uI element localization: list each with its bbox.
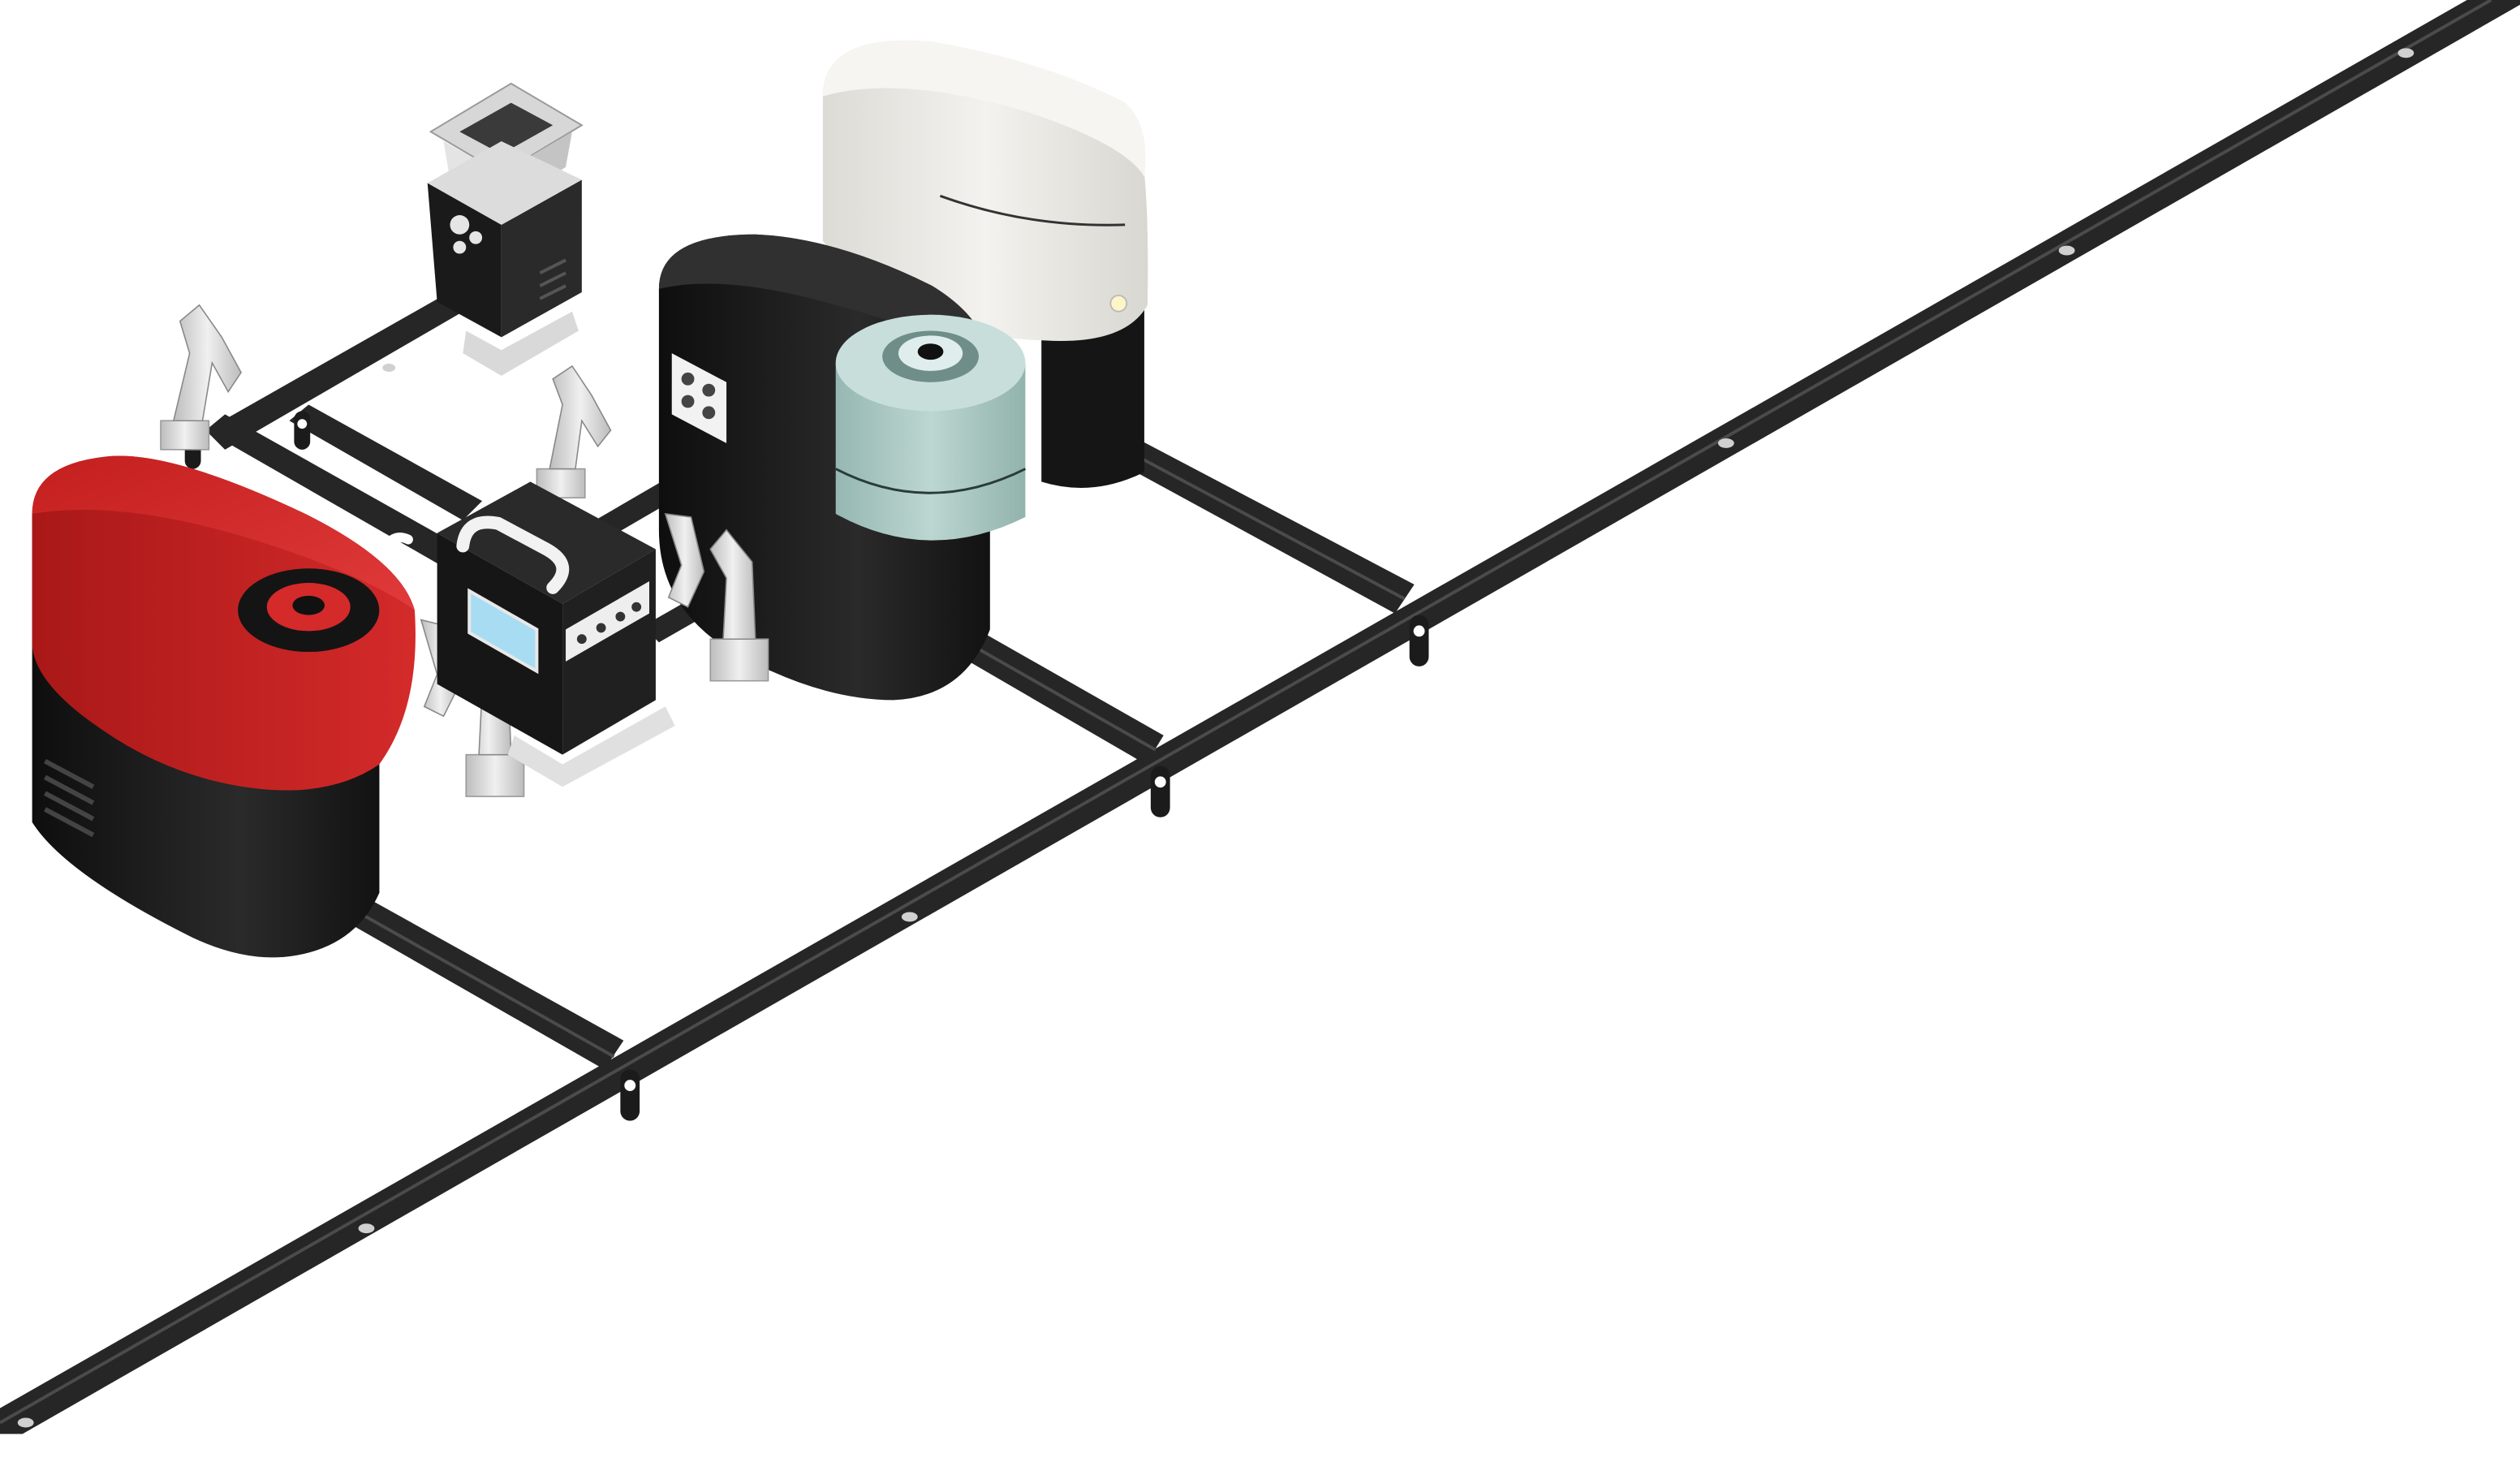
belt-sensor <box>1409 615 1429 666</box>
main-conveyor-edge <box>0 0 2492 1425</box>
red-machine <box>32 455 416 958</box>
belt-marker <box>358 1223 375 1234</box>
belt-marker <box>382 364 396 372</box>
belt-sensor <box>1150 766 1170 817</box>
robot-arm <box>709 528 769 682</box>
belt-sensor <box>294 411 311 450</box>
branch-conveyor-belt <box>289 404 483 520</box>
belt-marker <box>2058 245 2075 256</box>
belt-sensors <box>17 48 2414 1428</box>
belt-marker <box>2397 48 2414 58</box>
teal-drum <box>835 314 1027 541</box>
belt-sensor <box>620 1069 640 1121</box>
control-button-panel <box>566 581 650 662</box>
belt-marker <box>17 1417 34 1428</box>
hopper-machine <box>427 82 584 376</box>
control-unit <box>381 481 675 787</box>
robot-arm <box>536 364 612 498</box>
white-silo <box>822 40 1148 488</box>
belt-marker <box>901 912 918 922</box>
belt-marker <box>1717 438 1734 448</box>
robot-arm <box>664 513 705 608</box>
branch-conveyor-belt <box>205 283 486 450</box>
control-screen <box>467 588 539 675</box>
robot-arm <box>160 304 242 451</box>
branch-conveyor-belt <box>205 414 483 579</box>
